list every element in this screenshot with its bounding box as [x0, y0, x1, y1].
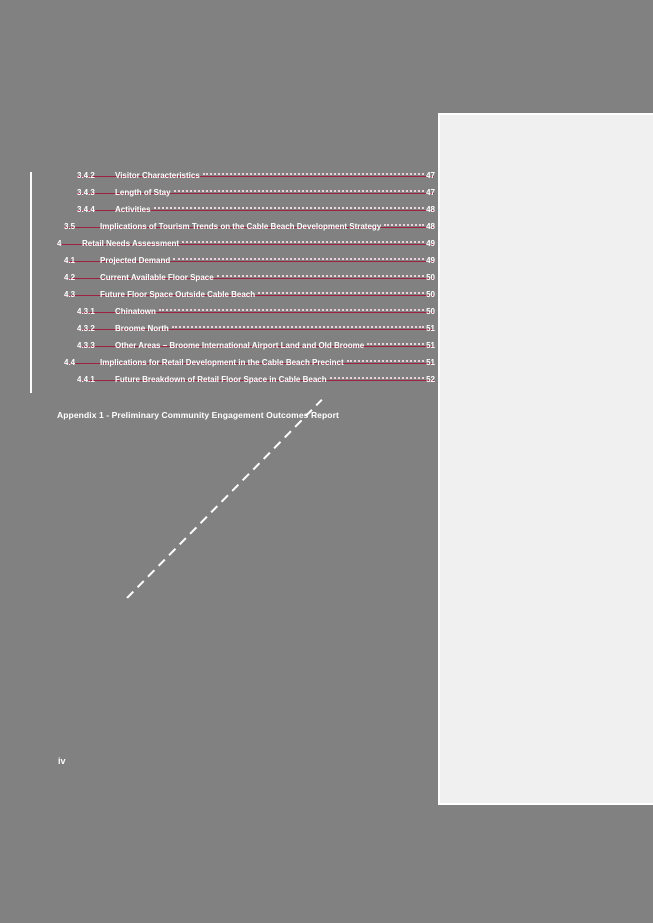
- toc-entry[interactable]: 3.5 Implications of Tourism Trends on th…: [57, 218, 435, 235]
- toc-entry-title: Current Available Floor Space: [100, 273, 214, 282]
- toc-entry-number: 4.4.1: [77, 375, 95, 384]
- table-of-contents: 3.4.2 Visitor Characteristics 47 3.4.3 L…: [57, 167, 435, 388]
- side-panel: [438, 113, 653, 805]
- toc-entry[interactable]: 4.3.1 Chinatown 50: [57, 303, 435, 320]
- toc-entry-title: Retail Needs Assessment: [82, 239, 180, 248]
- toc-leader-dots: [182, 240, 425, 243]
- toc-entry-title: Implications for Retail Development in t…: [100, 358, 344, 367]
- toc-leader-dots: [216, 274, 425, 277]
- toc-entry-title: Implications of Tourism Trends on the Ca…: [100, 222, 382, 231]
- toc-entry-title: Future Floor Space Outside Cable Beach: [100, 290, 256, 299]
- toc-entry-title: Other Areas – Broome International Airpo…: [115, 341, 365, 350]
- toc-entry-number: 4: [57, 239, 62, 248]
- toc-entry[interactable]: 3.4.4 Activities 48: [57, 201, 435, 218]
- toc-entry-page: 47: [426, 171, 435, 180]
- toc-entry-title: Chinatown: [115, 307, 156, 316]
- toc-entry[interactable]: 4.1 Projected Demand 49: [57, 252, 435, 269]
- toc-entry[interactable]: 4.3 Future Floor Space Outside Cable Bea…: [57, 286, 435, 303]
- toc-entry-page: 51: [426, 341, 435, 350]
- toc-entry[interactable]: 4 Retail Needs Assessment 49: [57, 235, 435, 252]
- dashed-diagonal-line: [126, 399, 323, 599]
- toc-leader-dots: [329, 376, 425, 379]
- toc-leader-dots: [367, 342, 425, 345]
- toc-entry-page: 51: [426, 358, 435, 367]
- page-number: iv: [58, 756, 66, 766]
- toc-entry-title: Projected Demand: [100, 256, 171, 265]
- toc-entry-number: 4.1: [64, 256, 76, 265]
- toc-entry-number: 4.3.2: [77, 324, 95, 333]
- toc-entry-title: Activities: [115, 205, 151, 214]
- toc-leader-dots: [153, 206, 425, 209]
- toc-entry-page: 48: [426, 205, 435, 214]
- toc-entry-number: 4.2: [64, 273, 76, 282]
- toc-entry[interactable]: 4.4 Implications for Retail Development …: [57, 354, 435, 371]
- toc-entry-number: 3.4.2: [77, 171, 95, 180]
- toc-leader-dots: [346, 359, 425, 362]
- toc-leader-dots: [202, 172, 425, 175]
- toc-entry-title: Future Breakdown of Retail Floor Space i…: [115, 375, 327, 384]
- appendix-heading: Appendix 1 - Preliminary Community Engag…: [57, 410, 339, 420]
- toc-entry-number: 4.3.3: [77, 341, 95, 350]
- toc-entry[interactable]: 4.4.1 Future Breakdown of Retail Floor S…: [57, 371, 435, 388]
- toc-entry-page: 48: [426, 222, 435, 231]
- toc-entry-title: Visitor Characteristics: [115, 171, 200, 180]
- toc-entry-title: Broome North: [115, 324, 169, 333]
- toc-leader-dots: [171, 325, 425, 328]
- toc-entry-page: 50: [426, 307, 435, 316]
- toc-entry[interactable]: 3.4.3 Length of Stay 47: [57, 184, 435, 201]
- toc-entry-number: 3.5: [64, 222, 76, 231]
- toc-entry-page: 50: [426, 273, 435, 282]
- toc-entry-title: Length of Stay: [115, 188, 171, 197]
- toc-entry-page: 52: [426, 375, 435, 384]
- toc-entry[interactable]: 4.2 Current Available Floor Space 50: [57, 269, 435, 286]
- toc-entry-page: 51: [426, 324, 435, 333]
- toc-leader-dots: [173, 189, 425, 192]
- toc-entry-number: 4.3.1: [77, 307, 95, 316]
- toc-leader-dots: [384, 223, 425, 226]
- toc-leader-dots: [158, 308, 425, 311]
- toc-entry-number: 3.4.4: [77, 205, 95, 214]
- toc-entry[interactable]: 4.3.2 Broome North 51: [57, 320, 435, 337]
- toc-left-rule: [30, 172, 32, 393]
- toc-entry[interactable]: 3.4.2 Visitor Characteristics 47: [57, 167, 435, 184]
- toc-entry[interactable]: 4.3.3 Other Areas – Broome International…: [57, 337, 435, 354]
- toc-entry-number: 4.3: [64, 290, 76, 299]
- toc-entry-page: 47: [426, 188, 435, 197]
- toc-entry-number: 4.4: [64, 358, 76, 367]
- toc-leader-dots: [258, 291, 425, 294]
- toc-leader-dots: [173, 257, 425, 260]
- toc-entry-page: 49: [426, 256, 435, 265]
- toc-entry-page: 50: [426, 290, 435, 299]
- toc-entry-page: 49: [426, 239, 435, 248]
- toc-entry-number: 3.4.3: [77, 188, 95, 197]
